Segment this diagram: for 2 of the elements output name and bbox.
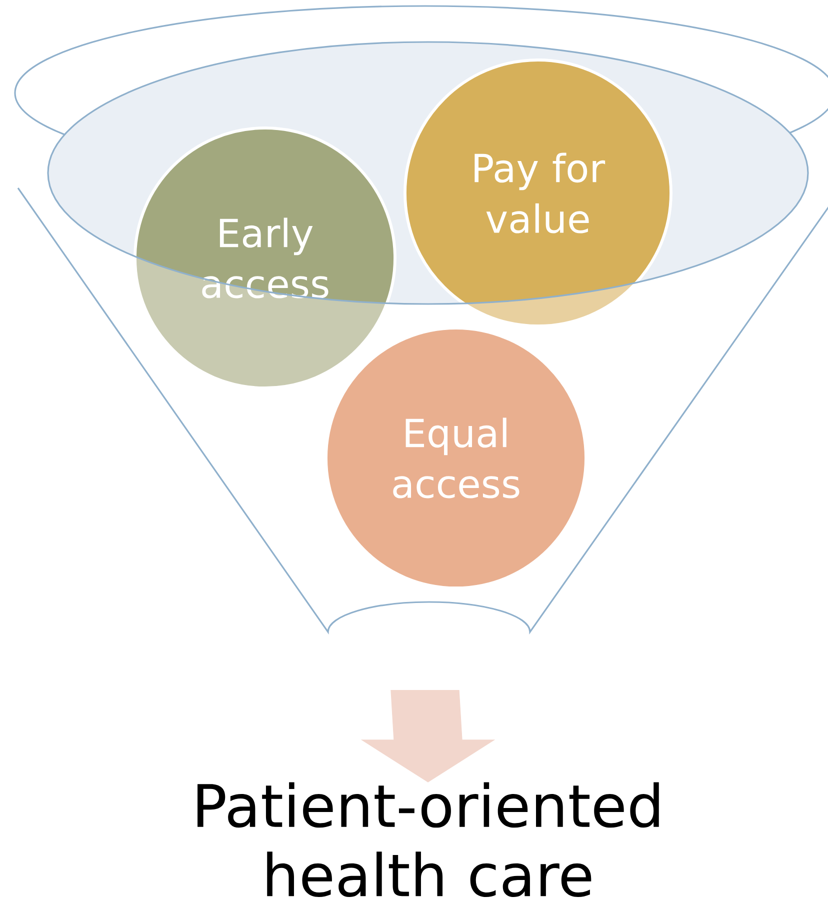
- title-text: Patient-oriented health care: [198, 782, 659, 898]
- block-arrow: [360, 690, 496, 782]
